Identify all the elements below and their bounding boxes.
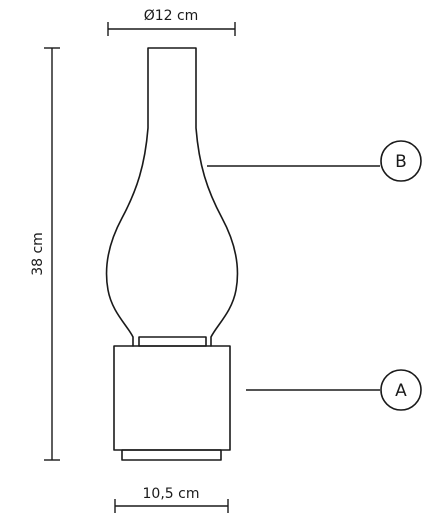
top-width-dimension: Ø12 cm — [107, 8, 236, 36]
base-width-dimension: 10,5 cm — [114, 486, 229, 513]
lamp-base-foot — [121, 449, 222, 461]
lamp-base — [113, 345, 231, 451]
height-dimension: 38 cm — [30, 47, 60, 461]
callout-glass: B — [207, 140, 422, 182]
callout-base: A — [246, 369, 422, 411]
glass-collar — [138, 336, 207, 347]
callout-base-circle — [380, 369, 422, 411]
top-width-label: Ø12 cm — [144, 8, 199, 24]
height-label: 38 cm — [30, 232, 46, 276]
glass-chimney-outline — [105, 47, 239, 347]
base-width-label: 10,5 cm — [143, 486, 200, 502]
callout-base-letter: A — [395, 381, 407, 401]
callout-glass-circle — [380, 140, 422, 182]
callout-glass-letter: B — [395, 152, 407, 172]
